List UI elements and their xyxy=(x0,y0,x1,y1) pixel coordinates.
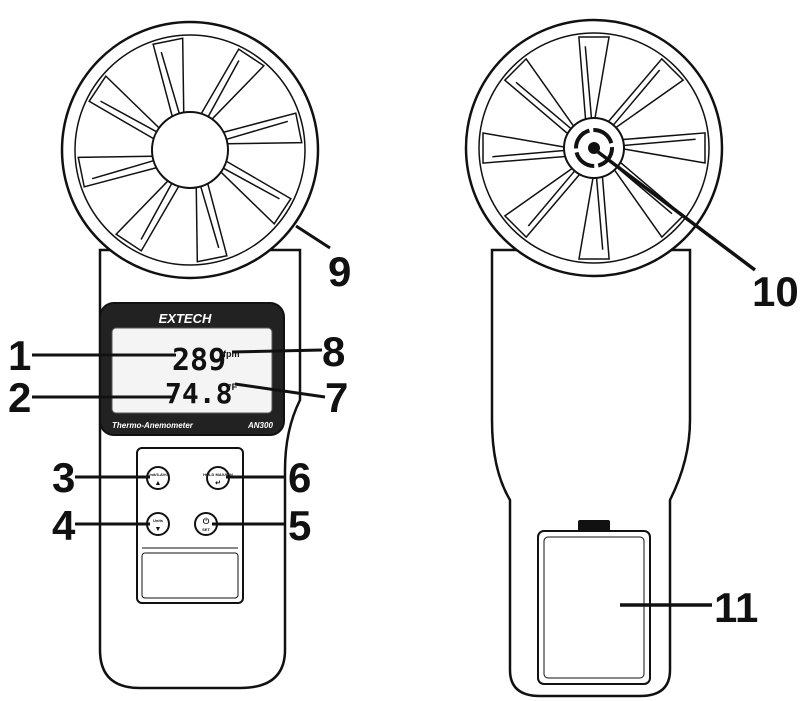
back-view xyxy=(464,18,757,698)
fan-blade xyxy=(152,37,185,117)
back-leader-lines xyxy=(596,150,757,607)
fan-blade-edge xyxy=(140,182,173,240)
fan-blade xyxy=(195,183,228,263)
fan-blade xyxy=(503,167,581,239)
callout-numbers: 1 2 3 4 5 6 7 8 9 10 11 xyxy=(8,248,799,631)
up-arrow-icon: ▲ xyxy=(155,480,162,487)
fan-blade xyxy=(607,57,685,129)
model-number: AN300 xyxy=(247,421,273,430)
lcd-reading-bottom: 74.8 xyxy=(165,377,232,410)
down-arrow-icon: ▼ xyxy=(155,526,162,533)
battery-latch xyxy=(578,520,610,532)
battery-compartment-cover xyxy=(537,530,651,685)
fan-blade-edge xyxy=(91,159,154,180)
fan-blade xyxy=(482,132,566,164)
callout-1: 1 xyxy=(8,332,31,379)
fan-blade xyxy=(578,176,610,260)
fan-blade-edge xyxy=(584,46,593,119)
fan-blade-edge xyxy=(595,177,604,250)
lcd-unit-top: fpm xyxy=(223,349,240,359)
fan-blade-edge xyxy=(492,149,565,158)
lcd-unit-bottom: °F xyxy=(228,382,238,392)
fan-blade xyxy=(77,155,157,188)
fan-blade xyxy=(88,74,160,140)
model-name: Thermo-Anemometer xyxy=(112,421,194,430)
callout-8: 8 xyxy=(322,328,345,375)
leader-line-7 xyxy=(234,382,326,399)
fan-blade-edge xyxy=(527,170,576,227)
callout-3: 3 xyxy=(52,454,75,501)
fan-blade-edge xyxy=(100,100,158,133)
fan-blade xyxy=(503,57,575,135)
power-set-button-label: SET xyxy=(202,527,210,532)
lcd-reading-top: 289 xyxy=(172,343,226,378)
fan-blade-edge xyxy=(226,120,289,141)
fan-blade xyxy=(622,132,706,164)
fan-blade-edge xyxy=(612,69,661,126)
callout-7: 7 xyxy=(325,374,348,421)
callout-9: 9 xyxy=(328,248,351,295)
fan-blade xyxy=(220,160,292,226)
callout-10: 10 xyxy=(752,268,799,315)
callout-6: 6 xyxy=(288,454,311,501)
callout-4: 4 xyxy=(52,502,76,549)
front-leader-lines xyxy=(32,224,331,526)
fan-blade xyxy=(200,48,266,120)
callout-2: 2 xyxy=(8,374,31,421)
leader-line-9 xyxy=(295,224,331,250)
front-hub xyxy=(151,111,229,189)
units-down-button[interactable]: Units ▼ xyxy=(146,512,170,536)
fan-blade xyxy=(613,161,685,239)
hold-max-min-button-label: HOLD MAX/MIN xyxy=(203,472,233,477)
back-fan-blades xyxy=(482,36,706,260)
fan-blade xyxy=(114,180,180,252)
temperature-sensor-icon xyxy=(574,128,614,168)
units-avg-button-label: Unit/3-AVG xyxy=(148,472,169,477)
callout-11: 11 xyxy=(714,584,758,631)
front-view: EXTECH 289 fpm 74.8 °F Thermo-Anemometer… xyxy=(32,20,331,690)
brand-logo: EXTECH xyxy=(159,311,212,326)
fan-blade xyxy=(223,112,303,145)
fan-blade-edge xyxy=(222,167,280,200)
leader-line-8 xyxy=(231,348,323,354)
callout-5: 5 xyxy=(288,502,311,549)
lcd-screen xyxy=(111,327,273,414)
fan-blade xyxy=(578,36,610,120)
power-icon: ⏻ xyxy=(203,517,210,526)
leader-line-10 xyxy=(596,150,757,272)
enter-icon: ↵ xyxy=(215,480,221,487)
fan-blade-edge xyxy=(623,138,696,147)
fan-blade-edge xyxy=(207,60,240,118)
units-down-button-label: Units xyxy=(153,518,164,523)
fan-blade-edge xyxy=(199,186,220,249)
fan-blade-edge xyxy=(160,51,181,114)
units-avg-button[interactable]: Unit/3-AVG ▲ xyxy=(146,466,170,490)
front-fan-blades xyxy=(77,37,303,263)
fan-blade-edge xyxy=(515,81,572,130)
